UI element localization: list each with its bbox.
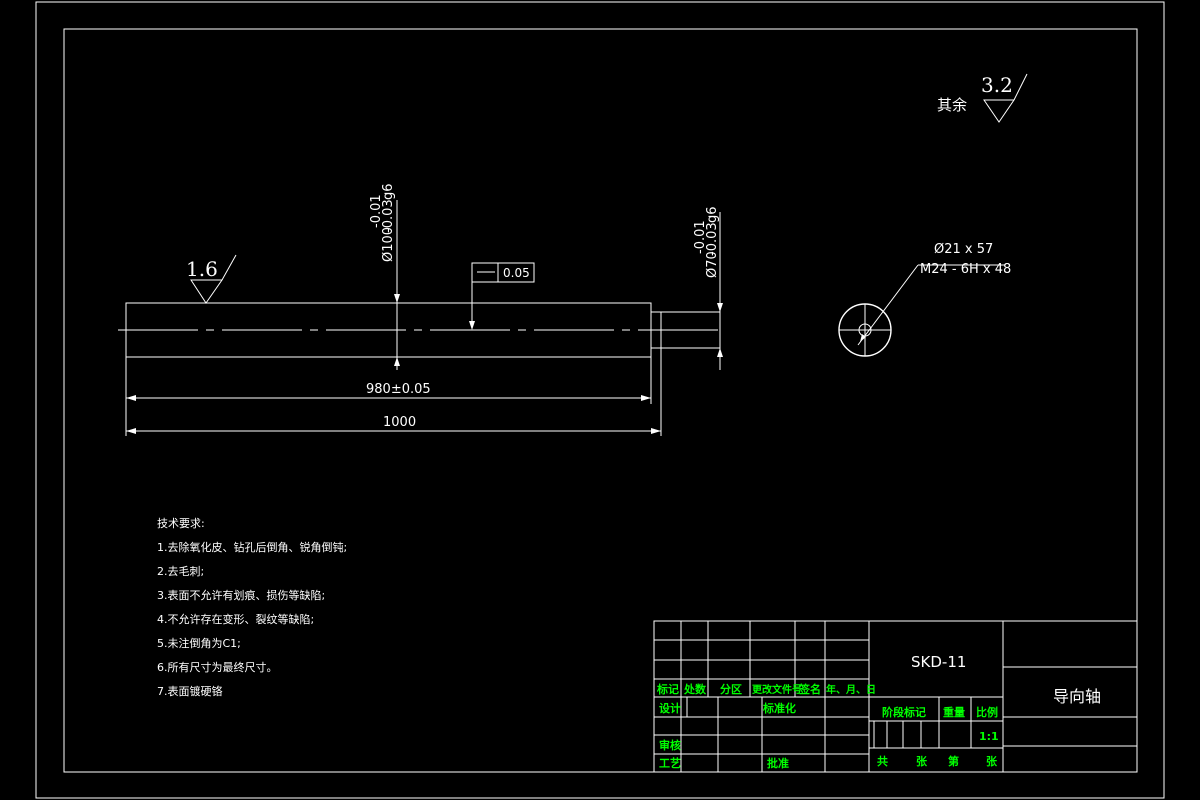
tech-req-item: 3.表面不允许有划痕、损伤等缺陷; [157,588,325,602]
tech-req-title: 技术要求: [157,517,205,530]
material-label: SKD-11 [911,653,966,671]
dim-total-length: 1000 [125,348,662,436]
roughness-default-label: 其余 [937,96,967,114]
dim-main-tol-lower: -0.03 [381,199,396,233]
straightness-tolerance: 0.05 [469,262,535,330]
sheets-label: 张 [916,754,928,768]
dim-end-tol-lower: -0.03 [705,222,720,256]
dim-end-diameter-value: Ø70 [705,251,720,278]
rev-header: 更改文件号 [752,683,802,696]
tech-req-item: 6.所有尺寸为最终尺寸。 [157,660,278,674]
rev-header: 签名 [798,682,821,696]
dim-main-diameter: Ø100 -0.03 g6 -0.01 [369,183,400,370]
scale-value: 1:1 [979,730,999,743]
tech-req-item: 5.未注倒角为C1; [157,636,241,650]
process-label: 工艺 [659,756,681,770]
hole-callout-line1: Ø21 x 57 [934,242,993,257]
total-label: 共 [877,754,888,768]
part-name: 导向轴 [1053,687,1101,706]
tech-requirements: 技术要求: 1.去除氧化皮、钻孔后倒角、锐角倒钝; 2.去毛刺; 3.表面不允许… [157,517,347,698]
tolerance-frame [471,262,535,283]
rev-header: 标记 [656,682,679,696]
rev-header: 年、月、日 [826,683,876,696]
design-label: 设计 [659,701,681,715]
tech-req-item: 4.不允许存在变形、裂纹等缺陷; [157,612,314,626]
page-label: 第 [948,754,959,768]
rev-header: 处数 [683,682,707,696]
inner-frame [63,28,1138,773]
tech-req-item: 2.去毛刺; [157,565,204,578]
straightness-value: 0.05 [503,266,530,280]
title-block: SKD-11 导向轴 标记 处数 分区 更改文件号 签名 年、月、日 设计 标准… [653,620,1138,773]
tech-req-item: 1.去除氧化皮、钻孔后倒角、锐角倒钝; [157,540,347,554]
approve-label: 批准 [767,756,789,770]
scale-label: 比例 [976,705,998,719]
shaft-body [118,302,720,358]
roughness-default: 其余 3.2 [937,73,1028,123]
rev-header: 分区 [720,682,742,696]
dim-main-diameter-value: Ø100 [381,227,396,262]
dim-end-diameter: Ø70 -0.03 g6 -0.01 [693,206,723,370]
tech-req-item: 7.表面镀硬铬 [157,684,223,698]
roughness-default-symbol [983,73,1028,123]
roughness-shaft-symbol [190,254,237,304]
outer-border [35,1,1165,799]
end-view: Ø21 x 57 M24 - 6H x 48 [838,242,1011,357]
hole-callout-line2: M24 - 6H x 48 [920,262,1011,277]
roughness-shaft: 1.6 [186,254,237,304]
standardize-label: 标准化 [762,701,796,715]
sheet-label: 张 [986,754,998,768]
shaft-end-section [661,311,720,349]
dim-inner-length-value: 980±0.05 [366,382,431,397]
dim-total-length-value: 1000 [383,415,416,430]
dim-main-tol-upper: -0.01 [369,194,384,228]
dim-main-fit: g6 [381,183,396,200]
roughness-default-value: 3.2 [981,73,1013,97]
dim-end-fit: g6 [705,206,720,223]
dim-inner-length: 980±0.05 [125,357,652,404]
stage-mark-label: 阶段标记 [882,705,926,719]
dim-end-tol-upper: -0.01 [693,220,708,254]
roughness-shaft-value: 1.6 [186,257,218,281]
review-label: 审核 [659,738,681,752]
weight-label: 重量 [943,705,965,719]
hole-leader-line [857,264,919,346]
